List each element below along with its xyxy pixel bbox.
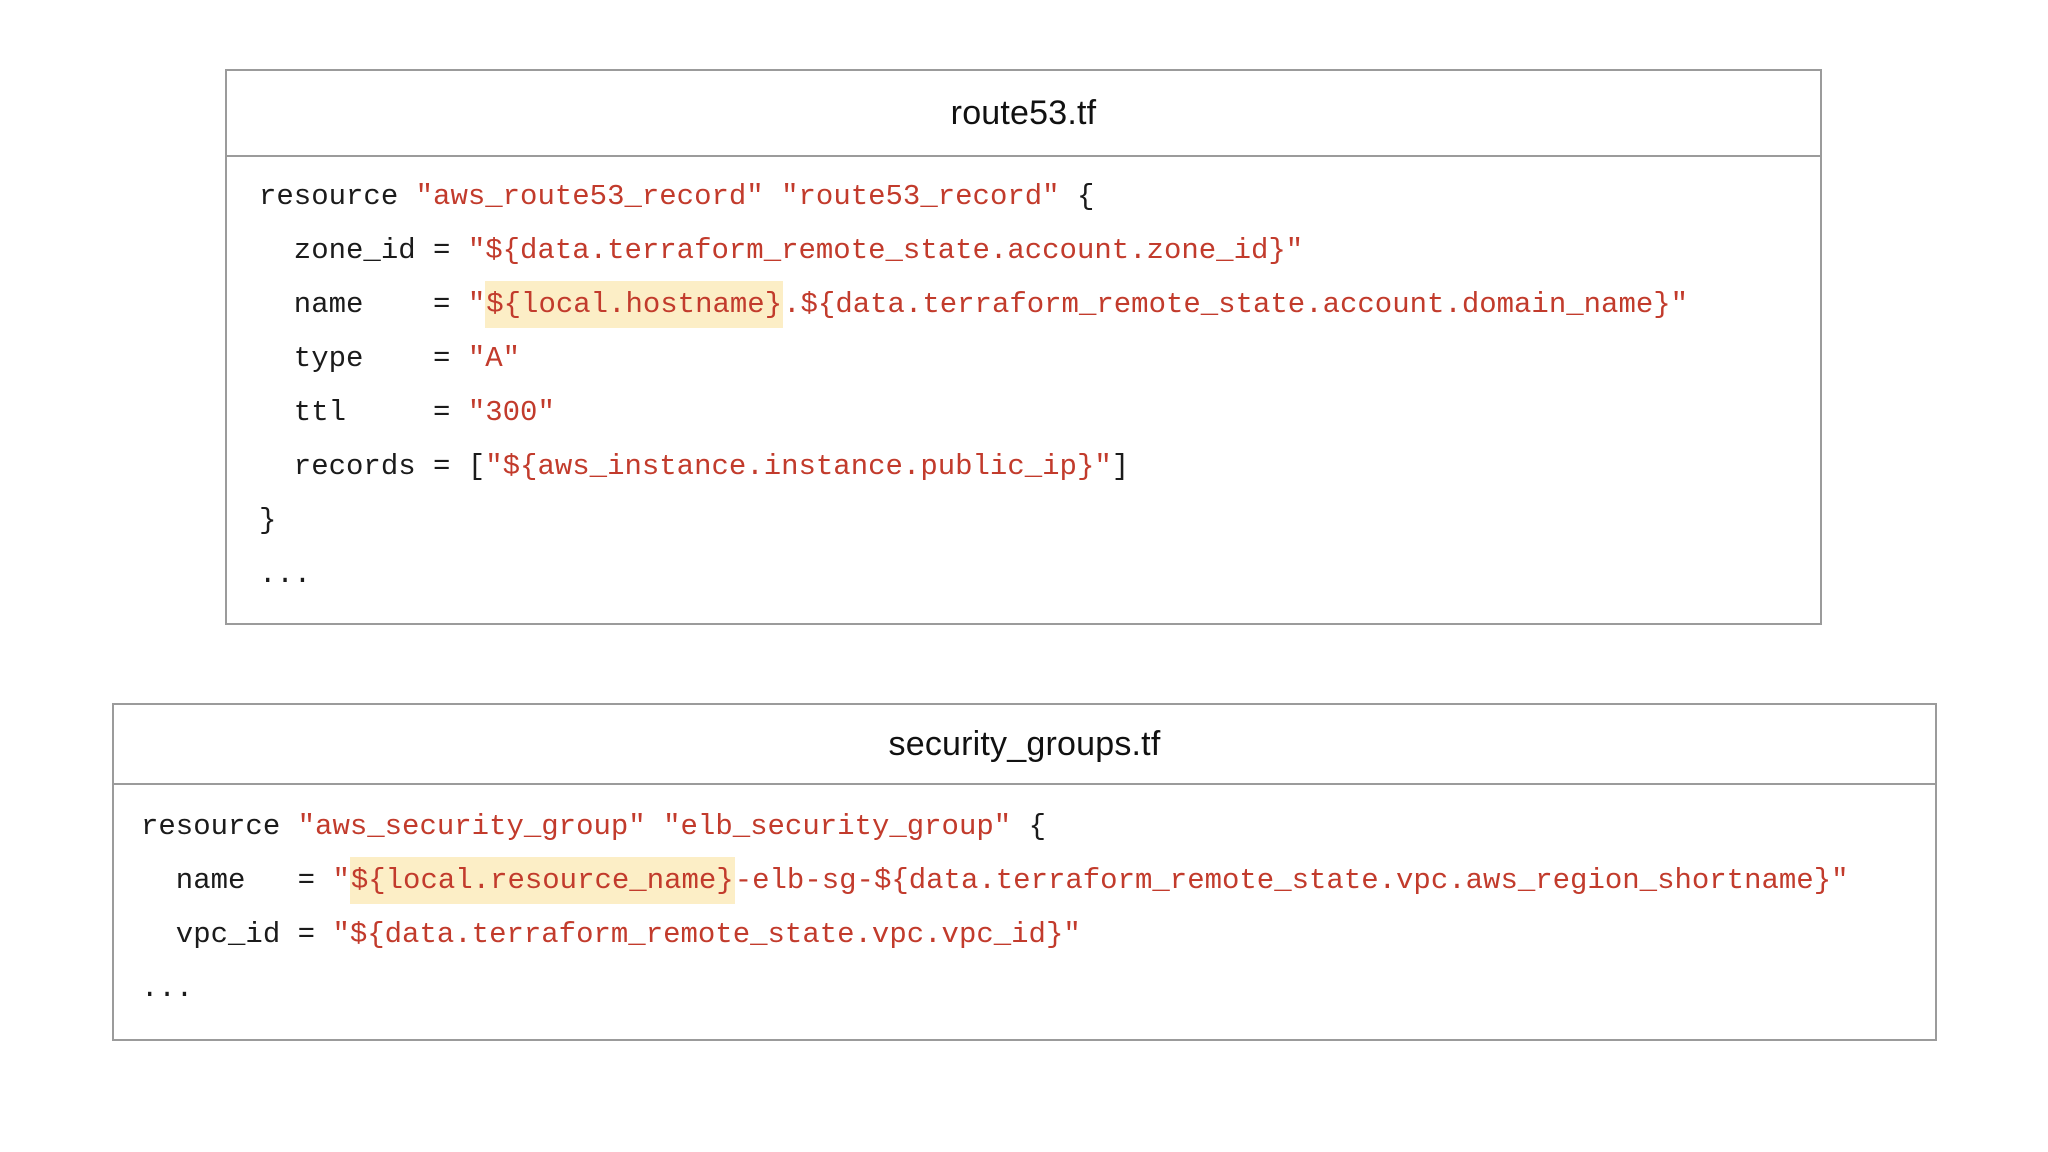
code-token: { xyxy=(1059,180,1095,213)
code-token xyxy=(764,180,781,213)
code-token: type = xyxy=(259,342,468,375)
code-token: resource xyxy=(141,810,298,843)
code-line: } xyxy=(259,494,1802,548)
code-block-security-groups: resource "aws_security_group" "elb_secur… xyxy=(114,785,1935,1016)
code-token: ... xyxy=(141,972,194,1005)
code-token: vpc_id = xyxy=(141,918,333,951)
string-token: "${data.terraform_remote_state.vpc.vpc_i… xyxy=(332,918,1081,951)
file-title-route53: route53.tf xyxy=(227,71,1820,157)
code-token: records = [ xyxy=(259,450,486,483)
code-token xyxy=(646,810,663,843)
code-token: { xyxy=(1011,810,1046,843)
code-token: ttl = xyxy=(259,396,468,429)
code-line: vpc_id = "${data.terraform_remote_state.… xyxy=(141,908,1917,962)
file-panel-route53: route53.tf resource "aws_route53_record"… xyxy=(225,69,1822,625)
code-line: name = "${local.hostname}.${data.terrafo… xyxy=(259,278,1802,332)
code-block-route53: resource "aws_route53_record" "route53_r… xyxy=(227,157,1820,602)
code-line: name = "${local.resource_name}-elb-sg-${… xyxy=(141,854,1917,908)
code-line: ttl = "300" xyxy=(259,386,1802,440)
code-line: resource "aws_route53_record" "route53_r… xyxy=(259,170,1802,224)
string-token: .${data.terraform_remote_state.account.d… xyxy=(783,288,1689,321)
code-token: ] xyxy=(1111,450,1130,483)
string-token: "${aws_instance.instance.public_ip}" xyxy=(485,450,1112,483)
code-token: ... xyxy=(259,558,312,591)
highlighted-interpolation-token: ${local.resource_name} xyxy=(349,857,735,904)
code-line: ... xyxy=(141,962,1917,1016)
file-title-security-groups: security_groups.tf xyxy=(114,705,1935,785)
code-token: name = xyxy=(259,288,468,321)
code-line: ... xyxy=(259,548,1802,602)
code-line: type = "A" xyxy=(259,332,1802,386)
code-line: resource "aws_security_group" "elb_secur… xyxy=(141,800,1917,854)
string-token: "route53_record" xyxy=(781,180,1060,213)
code-token: } xyxy=(259,504,277,537)
string-token: -elb-sg-${data.terraform_remote_state.vp… xyxy=(734,864,1849,897)
string-token: " xyxy=(332,864,350,897)
string-token: "aws_security_group" xyxy=(297,810,646,843)
code-token: zone_id = xyxy=(259,234,468,267)
code-line: records = ["${aws_instance.instance.publ… xyxy=(259,440,1802,494)
string-token: "elb_security_group" xyxy=(663,810,1012,843)
highlighted-interpolation-token: ${local.hostname} xyxy=(485,281,784,328)
string-token: " xyxy=(467,288,486,321)
code-token: name = xyxy=(141,864,333,897)
code-token: resource xyxy=(259,180,416,213)
string-token: "${data.terraform_remote_state.account.z… xyxy=(467,234,1304,267)
string-token: "aws_route53_record" xyxy=(415,180,764,213)
string-token: "300" xyxy=(467,396,555,429)
file-panel-security-groups: security_groups.tf resource "aws_securit… xyxy=(112,703,1937,1041)
code-line: zone_id = "${data.terraform_remote_state… xyxy=(259,224,1802,278)
string-token: "A" xyxy=(467,342,521,375)
